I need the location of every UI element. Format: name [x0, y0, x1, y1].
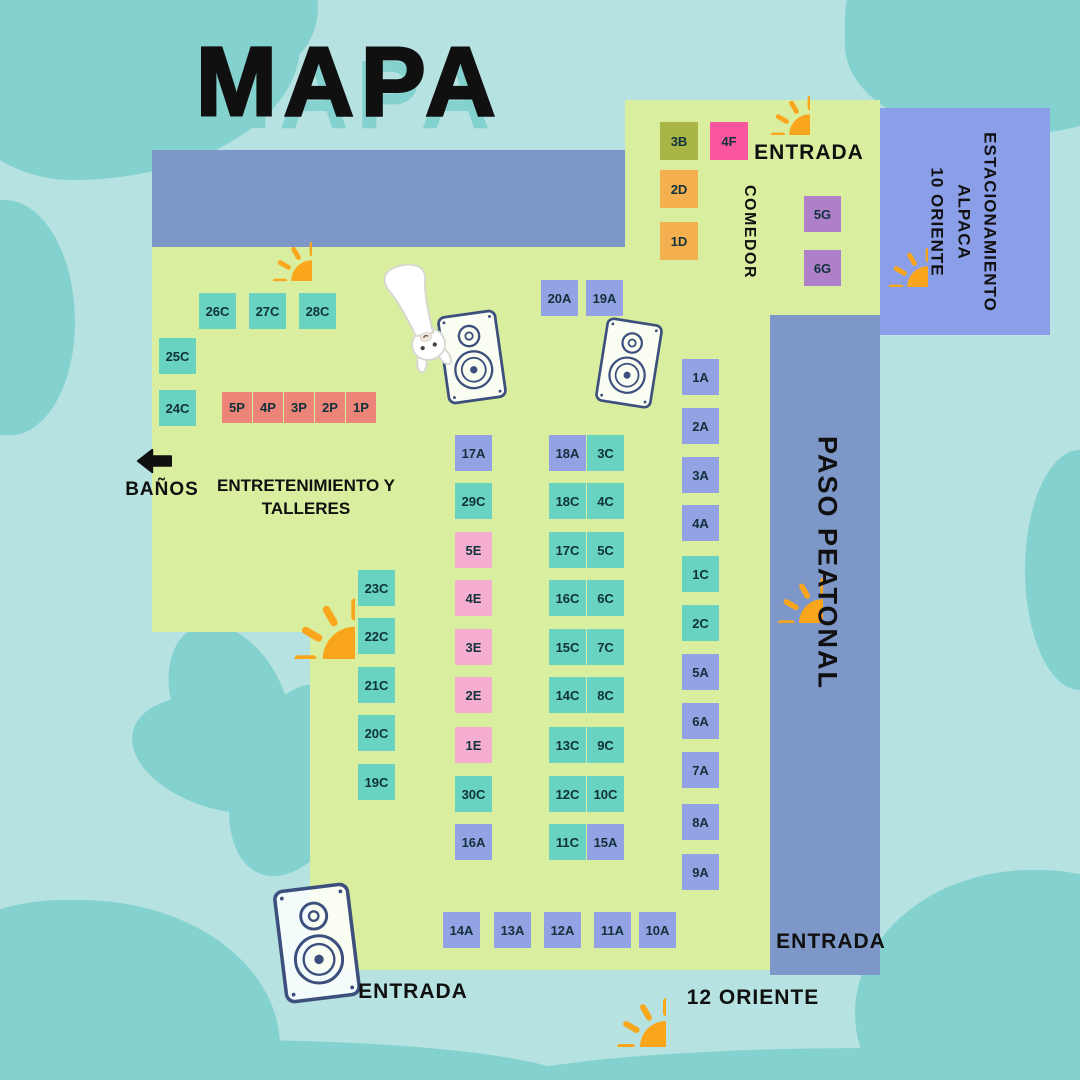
booth-13A: 13A — [494, 912, 531, 948]
entrada-bottom-right-label: ENTRADA — [776, 930, 886, 953]
booth-2A: 2A — [682, 408, 719, 444]
paso-peatonal-label: PASO PEATONAL — [812, 435, 843, 691]
booth-8A: 8A — [682, 804, 719, 840]
entrada-top-label: ENTRADA — [754, 141, 864, 164]
booth-25C: 25C — [159, 338, 196, 374]
estacionamiento-line2: ALPACA — [954, 184, 974, 260]
booth-4F: 4F — [710, 122, 748, 160]
top-wall-region — [152, 150, 625, 247]
booth-4E: 4E — [455, 580, 492, 616]
booth-1C: 1C — [682, 556, 719, 592]
booth-5A: 5A — [682, 654, 719, 690]
calle-12-oriente-label: 12 ORIENTE — [686, 986, 820, 1009]
booth-30C: 30C — [455, 776, 492, 812]
booth-20C: 20C — [358, 715, 395, 751]
entretenimiento-line2: TALLERES — [261, 499, 351, 518]
speaker-icon — [267, 879, 367, 1007]
estacionamiento-label: ESTACIONAMIENTO ALPACA 10 ORIENTE — [923, 132, 1002, 312]
booth-16C: 16C — [549, 580, 586, 616]
booth-5P: 5P — [222, 392, 252, 423]
booth-18A: 18A — [549, 435, 586, 471]
booth-18C: 18C — [549, 483, 586, 519]
booth-19A: 19A — [586, 280, 623, 316]
booth-4C: 4C — [587, 483, 624, 519]
booth-5C: 5C — [587, 532, 624, 568]
booth-1A: 1A — [682, 359, 719, 395]
banos-arrow-icon — [136, 448, 172, 474]
booth-12C: 12C — [549, 776, 586, 812]
booth-21C: 21C — [358, 667, 395, 703]
booth-8C: 8C — [587, 677, 624, 713]
booth-14A: 14A — [443, 912, 480, 948]
booth-7C: 7C — [587, 629, 624, 665]
booth-9C: 9C — [587, 727, 624, 763]
comedor-label: COMEDOR — [741, 184, 758, 280]
booth-2E: 2E — [455, 677, 492, 713]
booth-3B: 3B — [660, 122, 698, 160]
booth-7A: 7A — [682, 752, 719, 788]
booth-19C: 19C — [358, 764, 395, 800]
booth-6C: 6C — [587, 580, 624, 616]
booth-11C: 11C — [549, 824, 586, 860]
estacionamiento-line3: 10 ORIENTE — [927, 167, 947, 277]
booth-15C: 15C — [549, 629, 586, 665]
booth-9A: 9A — [682, 854, 719, 890]
entrada-bottom-left-label: ENTRADA — [358, 980, 468, 1003]
booth-3A: 3A — [682, 457, 719, 493]
sun-icon — [232, 201, 312, 281]
booth-16A: 16A — [455, 824, 492, 860]
booth-29C: 29C — [455, 483, 492, 519]
booth-5G: 5G — [804, 196, 841, 232]
booth-5E: 5E — [455, 532, 492, 568]
parking-region — [880, 108, 1050, 335]
booth-6A: 6A — [682, 703, 719, 739]
sun-icon — [730, 55, 810, 135]
booth-26C: 26C — [199, 293, 236, 329]
booth-22C: 22C — [358, 618, 395, 654]
page-title: MAPA — [194, 26, 503, 138]
booth-27C: 27C — [249, 293, 286, 329]
booth-3E: 3E — [455, 629, 492, 665]
sun-icon — [731, 531, 823, 623]
booth-3C: 3C — [587, 435, 624, 471]
booth-14C: 14C — [549, 677, 586, 713]
booth-12A: 12A — [544, 912, 581, 948]
sun-icon — [231, 535, 355, 659]
sun-icon — [848, 207, 928, 287]
booth-4A: 4A — [682, 505, 719, 541]
booth-2P: 2P — [315, 392, 345, 423]
booth-10A: 10A — [639, 912, 676, 948]
booth-28C: 28C — [299, 293, 336, 329]
booth-2C: 2C — [682, 605, 719, 641]
booth-24C: 24C — [159, 390, 196, 426]
booth-13C: 13C — [549, 727, 586, 763]
booth-1P: 1P — [346, 392, 376, 423]
sun-icon — [566, 947, 666, 1047]
booth-4P: 4P — [253, 392, 283, 423]
paso-peatonal-walkway — [770, 315, 880, 975]
booth-11A: 11A — [594, 912, 631, 948]
entretenimiento-line1: ENTRETENIMIENTO Y — [217, 476, 395, 496]
booth-23C: 23C — [358, 570, 395, 606]
booth-6G: 6G — [804, 250, 841, 286]
booth-10C: 10C — [587, 776, 624, 812]
entretenimiento-label: ENTRETENIMIENTO Y TALLERES — [217, 475, 395, 521]
banos-label: BAÑOS — [125, 479, 199, 500]
booth-17A: 17A — [455, 435, 492, 471]
estacionamiento-line1: ESTACIONAMIENTO — [980, 132, 1000, 312]
booth-2D: 2D — [660, 170, 698, 208]
booth-15A: 15A — [587, 824, 624, 860]
booth-3P: 3P — [284, 392, 314, 423]
booth-17C: 17C — [549, 532, 586, 568]
booth-20A: 20A — [541, 280, 578, 316]
booth-1D: 1D — [660, 222, 698, 260]
booth-1E: 1E — [455, 727, 492, 763]
